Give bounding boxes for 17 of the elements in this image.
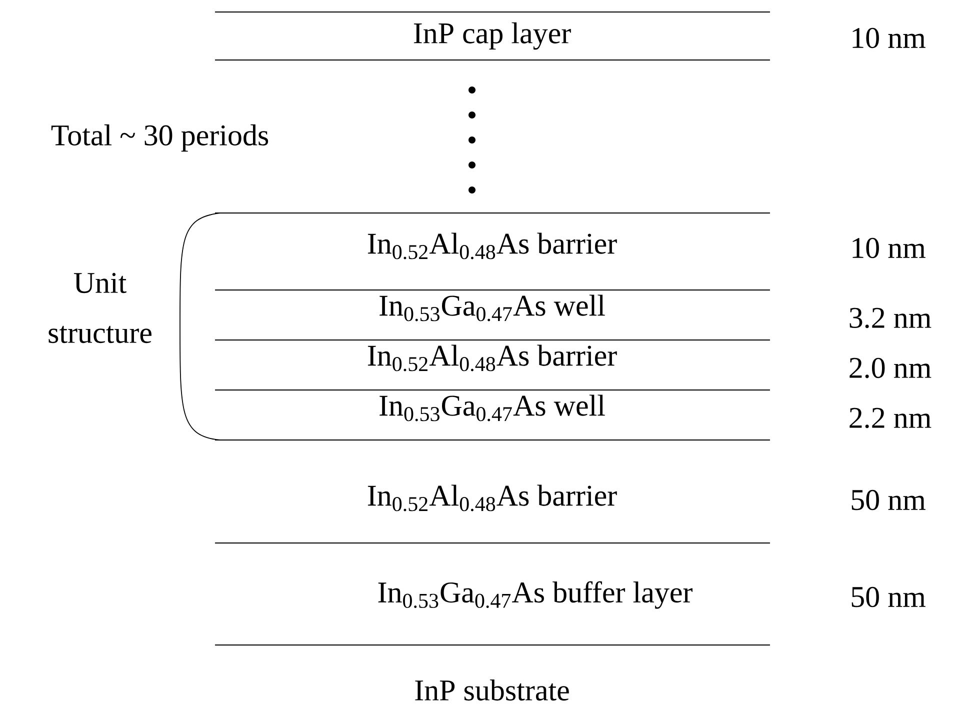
bracket-label: Unit structure bbox=[48, 272, 152, 344]
thickness-label: 50 nm bbox=[852, 490, 926, 510]
layer-name: InP substrate bbox=[415, 679, 569, 701]
layer-name: In$_{0.52}$Al$_{0.48}$As barrier bbox=[368, 344, 617, 372]
layer-name: In$_{0.53}$Ga$_{0.47}$As well bbox=[380, 294, 605, 322]
layer-name: InP cap layer bbox=[414, 22, 571, 50]
period-note: Total ~ 30 periods bbox=[51, 124, 268, 152]
thickness-label: 50 nm bbox=[852, 586, 926, 608]
thickness-label: 2.2 nm bbox=[850, 408, 932, 428]
layer-name: In$_{0.52}$Al$_{0.48}$As barrier bbox=[368, 232, 617, 260]
thickness-label: 3.2 nm bbox=[850, 308, 932, 328]
thickness-label: 10 nm bbox=[852, 28, 926, 48]
layer-name: In$_{0.53}$Ga$_{0.47}$As well bbox=[380, 394, 605, 422]
thickness-label: 10 nm bbox=[852, 238, 926, 258]
layer-name: In$_{0.52}$Al$_{0.48}$As barrier bbox=[368, 484, 617, 512]
layer-name: In$_{0.53}$Ga$_{0.47}$As buffer layer bbox=[378, 581, 692, 609]
thickness-label: 2.0 nm bbox=[850, 358, 932, 378]
